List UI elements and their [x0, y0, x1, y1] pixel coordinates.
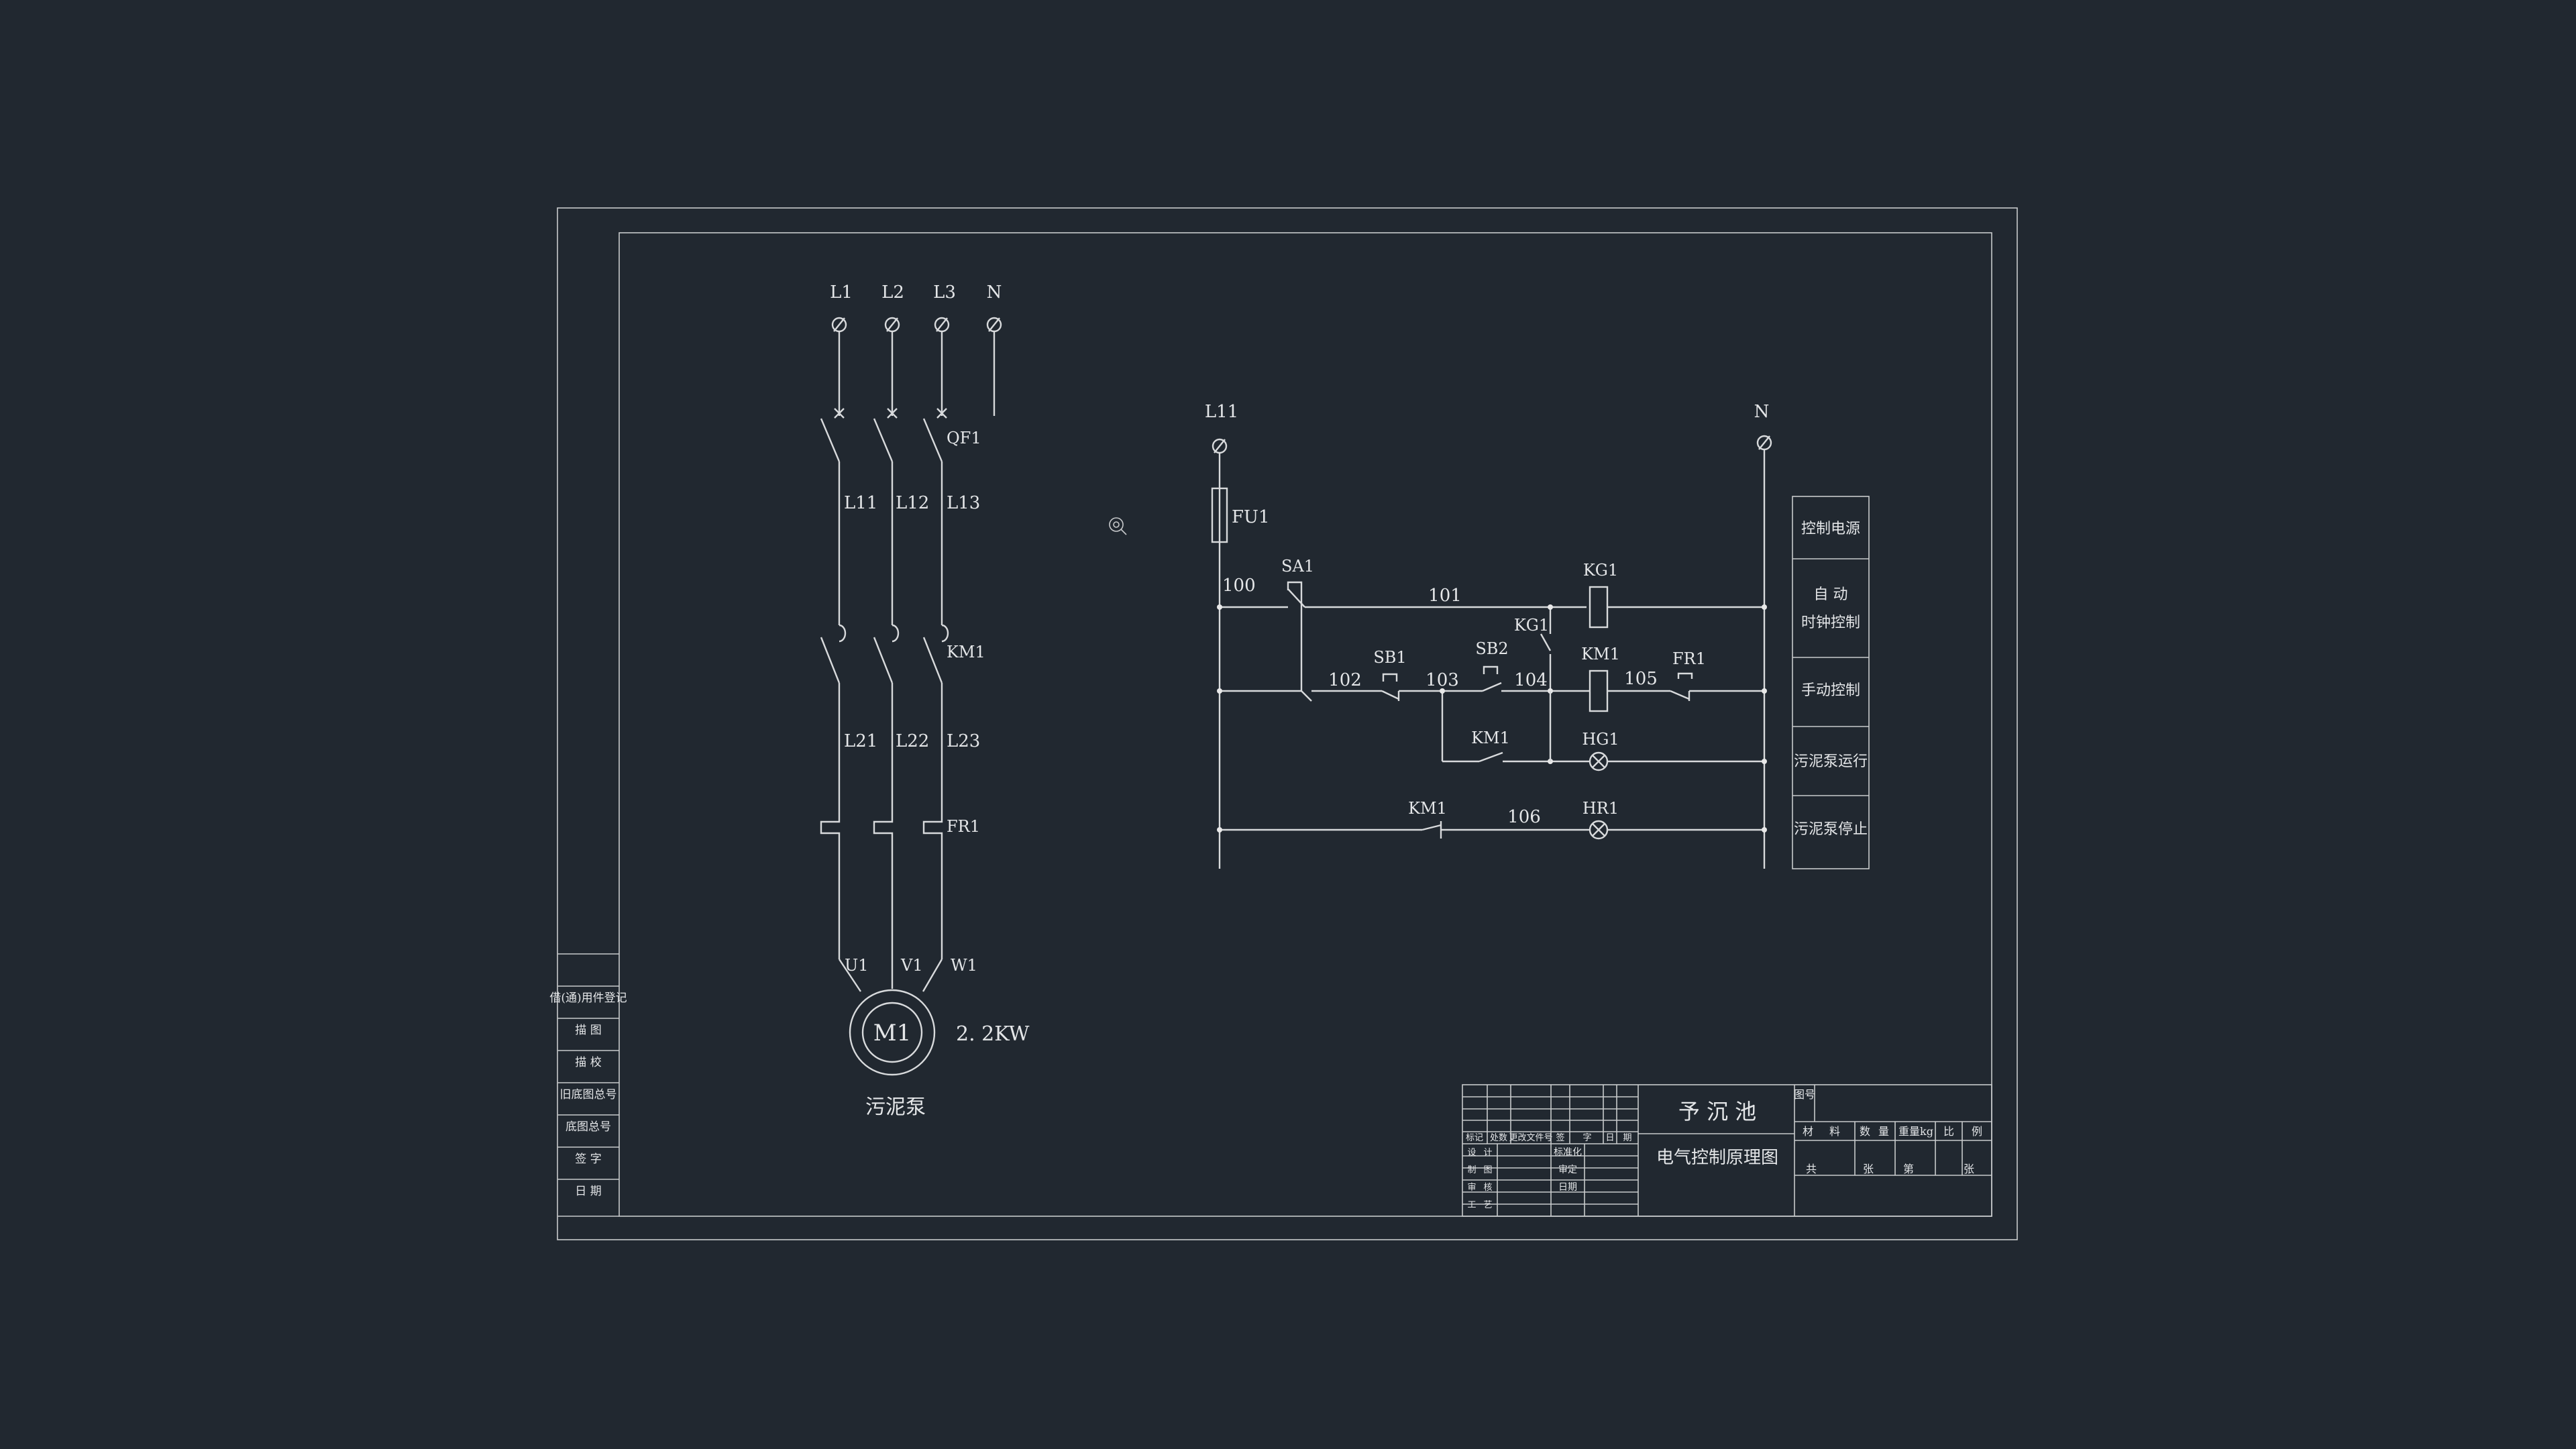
control-phase-label: L11 [1205, 402, 1238, 422]
fr1-label: FR1 [1672, 649, 1706, 668]
node-101: 101 [1428, 586, 1462, 606]
side-row-5: 签 字 [575, 1152, 601, 1166]
side-row-6: 日 期 [575, 1185, 601, 1198]
title-block: 标记 处数 更改文件号 签 字 日 期 设 计 制 图 审 核 工 艺 标准化 … [1462, 1084, 1992, 1217]
node-104: 104 [1514, 670, 1548, 690]
line-label-l21: L21 [844, 731, 877, 751]
role-approval: 审定 [1558, 1165, 1577, 1175]
km1-coil [1589, 669, 1609, 712]
function-table: 控制电源 自 动 时钟控制 手动控制 污泥泵运行 污泥泵停止 [1792, 496, 1870, 869]
node-105: 105 [1624, 669, 1658, 689]
km1-aux-run-label: KM1 [1471, 729, 1510, 747]
side-row-0: 借(通)用件登记 [549, 991, 627, 1005]
rev-header-0: 标记 [1466, 1133, 1483, 1143]
project-name: 予 沉 池 [1678, 1099, 1756, 1124]
line-label-l22: L22 [896, 731, 929, 751]
side-row-4: 底图总号 [566, 1120, 611, 1134]
kg1-coil-label: KG1 [1583, 561, 1618, 580]
role-date: 日期 [1558, 1182, 1577, 1193]
sa1-label: SA1 [1281, 557, 1314, 576]
drawing-name: 电气控制原理图 [1656, 1148, 1778, 1168]
sheet-current: 第 [1903, 1163, 1914, 1175]
function-pump-run: 污泥泵运行 [1794, 753, 1868, 770]
sheet-total-unit: 张 [1863, 1163, 1874, 1175]
power-circuit: L1 L2 L3 N QF1 L11 L12 L13 [820, 282, 1030, 1119]
role-7: 艺 [1483, 1200, 1492, 1210]
code-label-1: 图号 [1794, 1088, 1815, 1101]
terminal-label-l1: L1 [830, 282, 853, 303]
inner-frame [619, 232, 1992, 1217]
function-auto: 自 动 [1814, 586, 1848, 603]
sheet-total: 共 [1806, 1163, 1817, 1175]
role-6: 工 [1467, 1200, 1476, 1210]
outer-frame [557, 207, 2018, 1240]
node-102: 102 [1328, 670, 1362, 690]
hr1-label: HR1 [1582, 799, 1619, 818]
role-3: 图 [1483, 1165, 1492, 1175]
function-manual-control: 手动控制 [1801, 682, 1860, 699]
rev-header-6: 期 [1623, 1133, 1631, 1143]
line-label-l13: L13 [947, 493, 980, 513]
contactor-label: KM1 [947, 643, 985, 661]
motor-inner-circle [861, 1002, 923, 1063]
motor-load-name: 污泥泵 [865, 1095, 926, 1119]
rev-header-4: 字 [1582, 1133, 1591, 1143]
line-label-l12: L12 [896, 493, 929, 513]
node-103: 103 [1426, 670, 1459, 690]
rev-header-1: 处数 [1490, 1133, 1507, 1143]
terminal-label-l3: L3 [933, 282, 956, 303]
motor-term-u1: U1 [845, 956, 869, 975]
material-header-0: 材 [1803, 1125, 1813, 1138]
role-standardization: 标准化 [1554, 1147, 1582, 1158]
kg1-contact-label: KG1 [1514, 616, 1549, 635]
role-2: 制 [1467, 1165, 1476, 1175]
motor-term-v1: V1 [900, 956, 923, 975]
control-neutral-label: N [1754, 402, 1770, 422]
material-header-3: 量 [1878, 1125, 1889, 1138]
fuse-label: FU1 [1232, 507, 1270, 527]
terminal-label-l2: L2 [881, 282, 904, 303]
material-header-2: 数 [1860, 1125, 1870, 1138]
function-clock-control: 时钟控制 [1801, 614, 1860, 631]
node-106: 106 [1507, 807, 1541, 827]
zoom-cursor-icon[interactable] [1109, 517, 1127, 535]
side-row-3: 旧底图总号 [560, 1088, 617, 1102]
kg1-coil [1589, 586, 1609, 629]
terminal-label-n: N [987, 282, 1002, 303]
role-1: 计 [1483, 1148, 1492, 1158]
material-header-5: 比 [1943, 1125, 1954, 1138]
side-registration-table: 借(通)用件登记 描 图 描 校 旧底图总号 底图总号 签 字 日 期 [549, 953, 627, 1217]
material-header-4: 重量kg [1898, 1125, 1933, 1138]
motor-label: M1 [873, 1020, 911, 1046]
side-row-2: 描 校 [575, 1056, 601, 1069]
sheet-current-unit: 张 [1964, 1163, 1974, 1175]
rev-header-5: 日 [1605, 1133, 1614, 1143]
control-circuit: L11 N FU1 100 SA1 101 KG1 [1205, 402, 1772, 869]
overload-label: FR1 [947, 817, 980, 836]
hg1-label: HG1 [1582, 730, 1619, 749]
material-header-1: 料 [1829, 1125, 1840, 1138]
motor-power: 2. 2KW [956, 1022, 1030, 1046]
km1-coil-label: KM1 [1581, 645, 1620, 663]
motor-term-w1: W1 [951, 956, 977, 975]
role-5: 核 [1483, 1183, 1492, 1193]
node-100: 100 [1222, 576, 1256, 596]
rev-header-3: 签 [1556, 1132, 1564, 1143]
side-row-1: 描 图 [575, 1024, 601, 1037]
rev-header-2: 更改文件号 [1509, 1133, 1552, 1143]
sb2-label: SB2 [1475, 639, 1508, 658]
motor-outer-circle [849, 989, 936, 1076]
km1-aux-stop-label: KM1 [1408, 799, 1447, 818]
line-label-l11: L11 [844, 493, 877, 513]
breaker-label: QF1 [947, 429, 981, 447]
terminal-symbols [831, 317, 1002, 333]
material-header-6: 例 [1972, 1125, 1982, 1138]
line-label-l23: L23 [947, 731, 980, 751]
sb1-label: SB1 [1373, 648, 1406, 667]
function-pump-stop: 污泥泵停止 [1794, 821, 1868, 838]
role-0: 设 [1467, 1148, 1476, 1158]
function-control-power: 控制电源 [1801, 521, 1860, 537]
role-4: 审 [1467, 1183, 1476, 1193]
